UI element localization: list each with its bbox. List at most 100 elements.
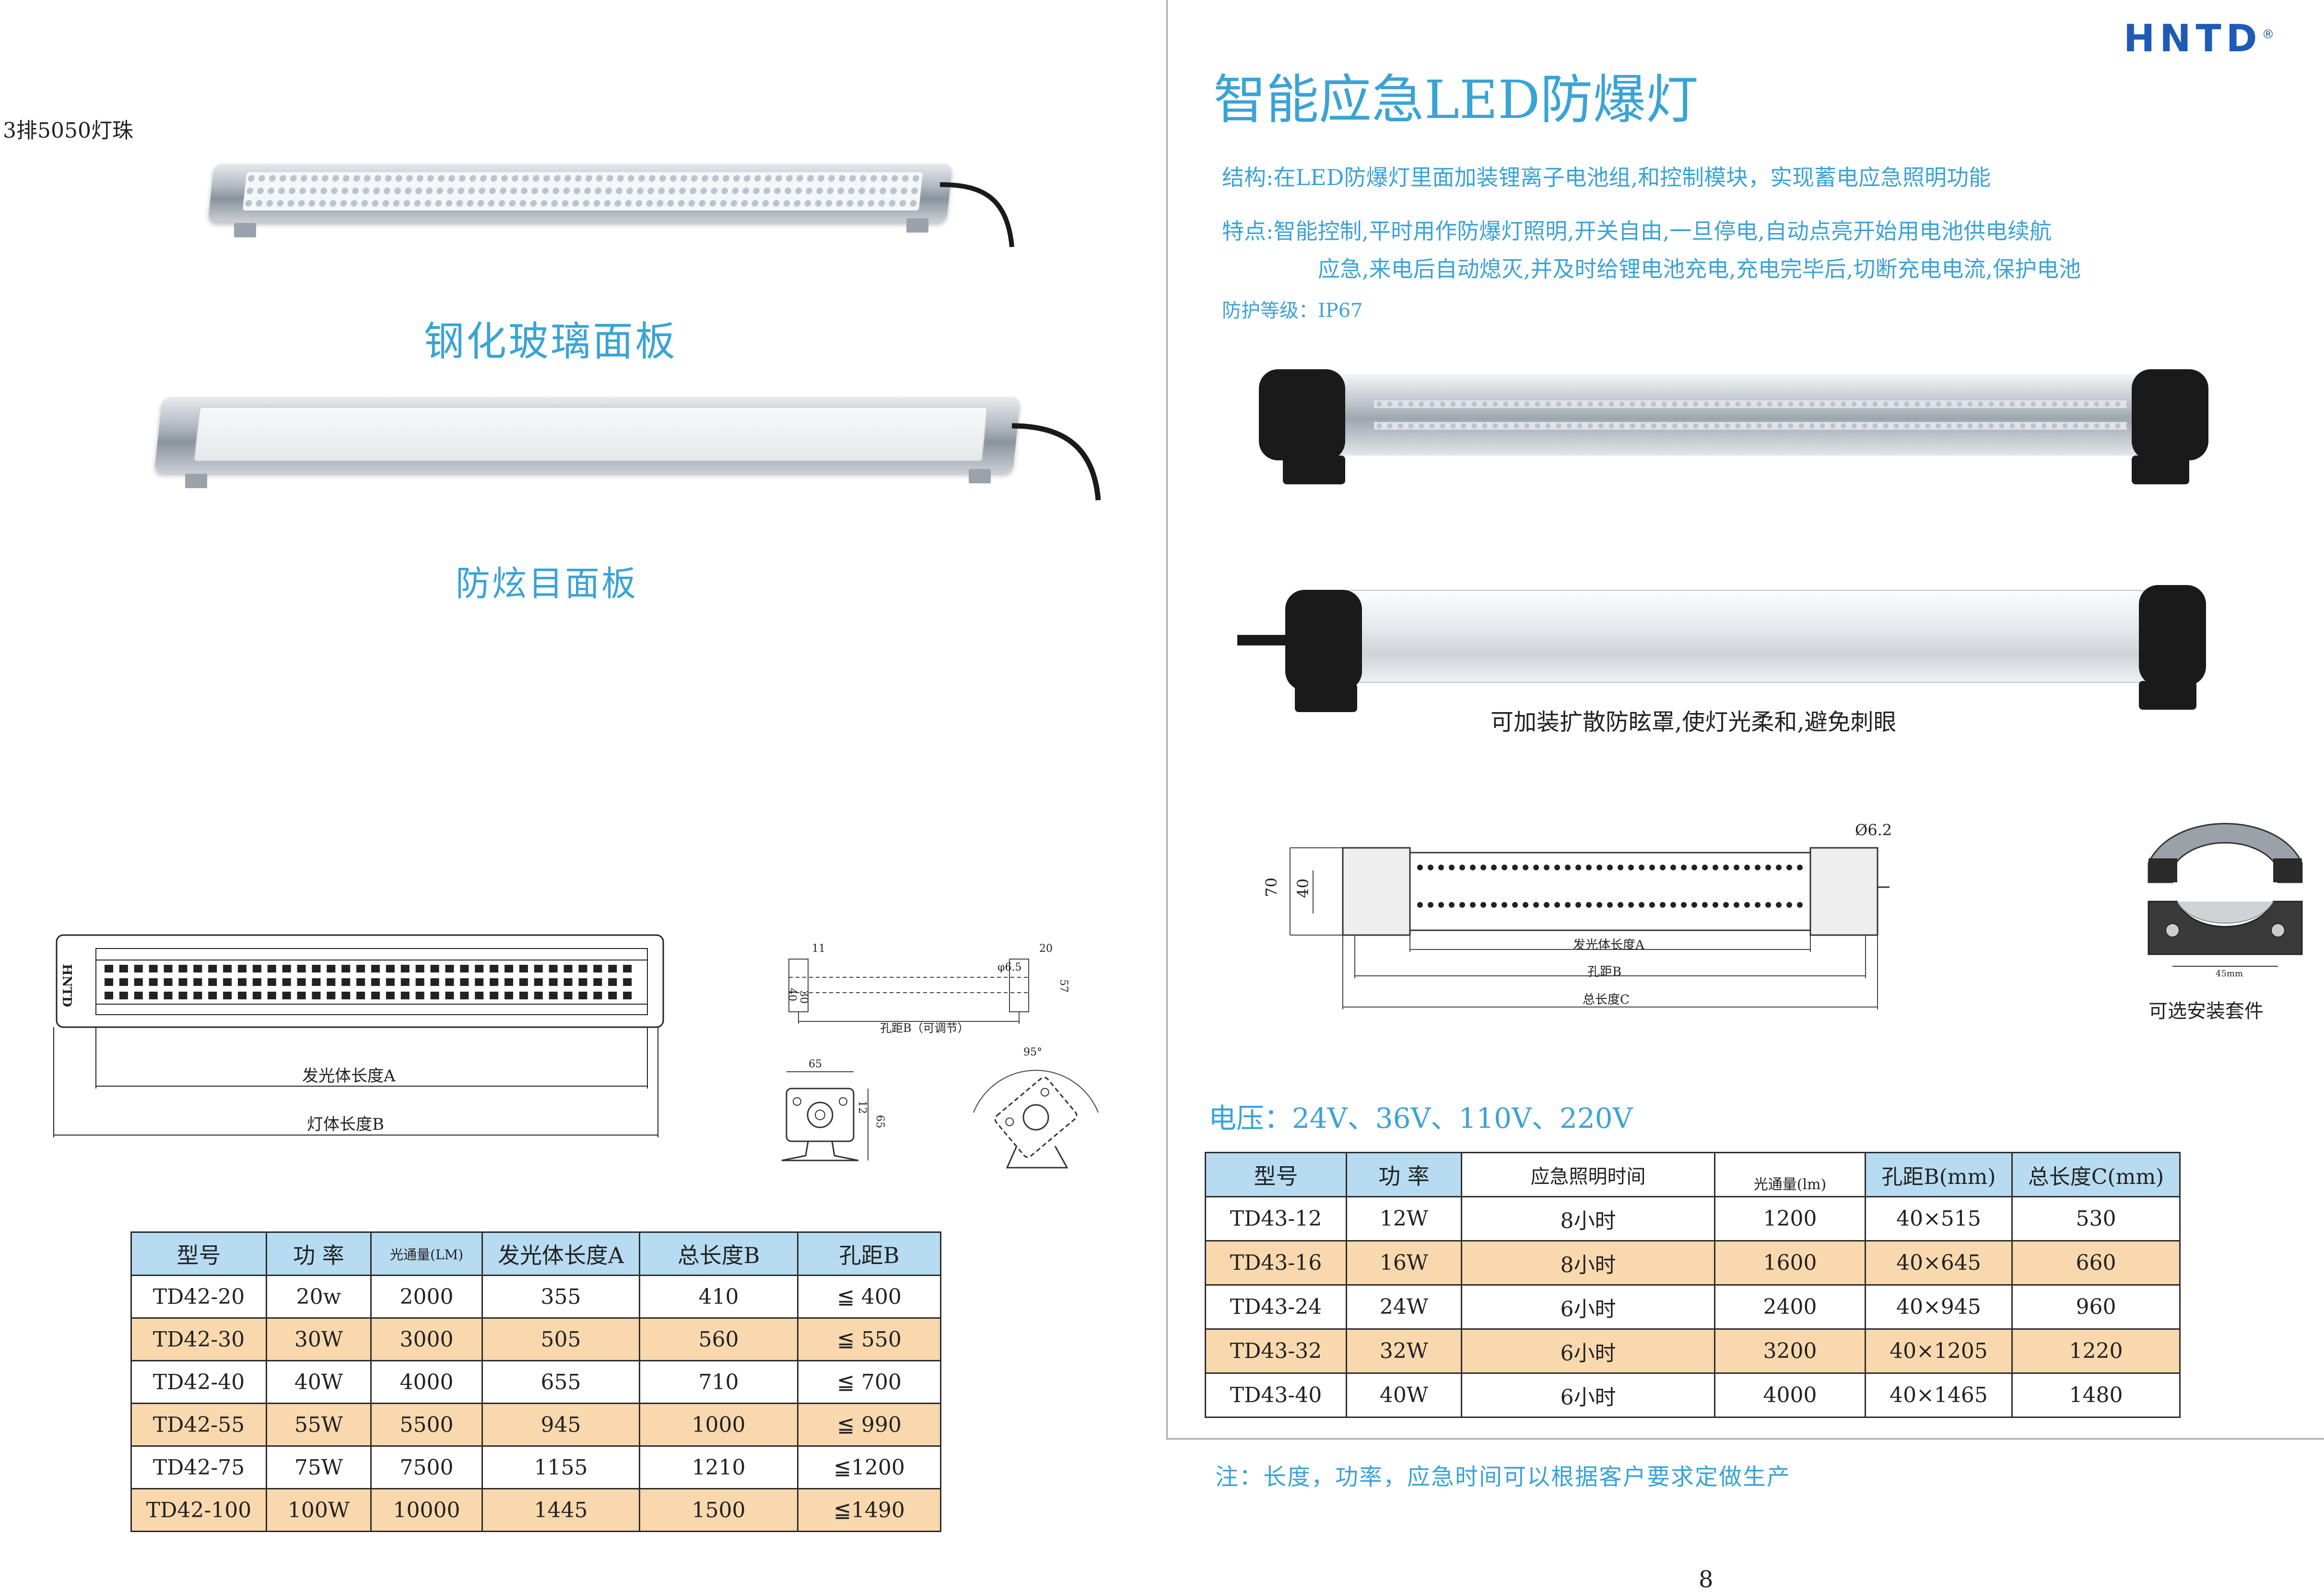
features-line-1: 特点:智能控制,平时用作防爆灯照明,开关自由,一旦停电,自动点亮开始用电池供电续… xyxy=(1222,218,2052,244)
led-chip xyxy=(312,965,321,972)
led-chip xyxy=(238,965,246,972)
brand-logo-text: HNTD xyxy=(2124,17,2262,60)
led-chip xyxy=(193,992,202,999)
led-chip xyxy=(297,965,306,972)
led-chip xyxy=(208,978,217,986)
table-cell: 1155 xyxy=(481,1445,640,1489)
led-row-top xyxy=(1415,863,1806,872)
table-cell: 40×1205 xyxy=(1865,1328,2013,1374)
header-hole-spacing: 孔距B(mm) xyxy=(1865,1152,2013,1197)
led-chip xyxy=(400,992,410,999)
led-chip xyxy=(505,992,513,999)
led-chip xyxy=(563,992,573,999)
led-chip xyxy=(164,978,173,986)
led-chip xyxy=(563,978,573,986)
table-cell: 6小时 xyxy=(1461,1284,1715,1330)
product-title: 智能应急LED防爆灯 xyxy=(1213,69,1699,130)
dim-phi: Ø6.2 xyxy=(1855,821,1892,839)
led-chip xyxy=(105,965,113,972)
drawing-front-view: HNTD 发光体长度A 灯体长度B xyxy=(48,930,671,1141)
led-chip xyxy=(445,965,454,972)
table-cell: 530 xyxy=(2011,1196,2181,1242)
table-cell: 4000 xyxy=(370,1360,483,1404)
kit-dimension: 45mm xyxy=(2216,969,2243,979)
table-cell: 1480 xyxy=(2011,1372,2181,1418)
table-cell: 16W xyxy=(1346,1240,1462,1286)
led-chip xyxy=(519,978,528,986)
table-cell: 1600 xyxy=(1714,1240,1866,1286)
diffuser-caption: 可加装扩散防眩罩,使灯光柔和,避免刺眼 xyxy=(1491,709,1897,736)
led-chip xyxy=(445,978,454,986)
table-cell: 1445 xyxy=(481,1488,640,1532)
table-cell: 5500 xyxy=(370,1403,483,1447)
led-chip xyxy=(400,965,410,972)
drawing-bracket: 65 12 65 xyxy=(767,1058,930,1172)
led-chip xyxy=(534,992,543,999)
table-cell: 8小时 xyxy=(1461,1240,1715,1286)
led-chip xyxy=(267,978,276,986)
led-chip xyxy=(193,965,202,972)
label-hole-adjustable: 孔距B（可调节） xyxy=(880,1021,969,1035)
led-chip xyxy=(371,965,380,972)
label-body-length: 灯体长度B xyxy=(307,1115,384,1134)
led-chip xyxy=(549,965,558,972)
led-chip xyxy=(490,965,499,972)
led-chip xyxy=(297,978,306,986)
led-chip xyxy=(105,978,113,986)
led-chip xyxy=(252,992,261,999)
led-chip xyxy=(341,992,351,999)
structure-text: 结构:在LED防爆灯里面加装锂离子电池组,和控制模块，实现蓄电应急照明功能 xyxy=(1222,164,1991,190)
table-cell: ≦1490 xyxy=(797,1488,941,1532)
table-cell: 2400 xyxy=(1714,1284,1866,1330)
table-cell: TD42-20 xyxy=(130,1275,267,1319)
dim-11: 11 xyxy=(812,943,825,955)
table-cell: ≦ 400 xyxy=(797,1275,941,1319)
table-cell: 1200 xyxy=(1714,1196,1866,1242)
led-chip xyxy=(475,978,484,986)
led-chip xyxy=(563,965,573,972)
led-chip xyxy=(356,965,365,972)
table-cell: 100W xyxy=(266,1488,372,1532)
led-chip xyxy=(164,992,173,999)
led-chip xyxy=(134,965,143,972)
table-cell: 12W xyxy=(1346,1196,1462,1242)
table-cell: 24W xyxy=(1346,1284,1462,1330)
header-hole-spacing: 孔距B xyxy=(797,1231,941,1276)
led-chip xyxy=(415,992,424,999)
led-chip xyxy=(178,965,188,972)
label-hole-spacing: 孔距B xyxy=(1587,965,1622,979)
protection-level: 防护等级：IP67 xyxy=(1222,300,1363,322)
table-cell: TD42-75 xyxy=(130,1445,267,1489)
led-chip xyxy=(282,965,291,972)
led-chip xyxy=(252,978,261,986)
table-cell: 40×645 xyxy=(1865,1240,2013,1286)
led-chip xyxy=(534,965,543,972)
led-chip xyxy=(341,978,351,986)
table-cell: 32W xyxy=(1346,1328,1462,1374)
led-chip xyxy=(519,992,528,999)
dim-20: 20 xyxy=(1039,943,1053,955)
angle-95: 95° xyxy=(1023,1046,1042,1058)
led-chip xyxy=(578,965,587,972)
led-chip xyxy=(356,992,365,999)
led-chip xyxy=(208,965,217,972)
led-chip xyxy=(519,965,528,972)
header-emitter-length: 发光体长度A xyxy=(481,1231,640,1276)
led-chip xyxy=(608,992,617,999)
led-chip xyxy=(119,978,128,986)
led-chip xyxy=(549,978,558,986)
voltage-line: 电压：24V、36V、110V、220V xyxy=(1209,1102,1633,1135)
led-chip xyxy=(105,992,113,999)
header-power: 功 率 xyxy=(1346,1152,1462,1197)
led-chip xyxy=(178,992,188,999)
led-chip xyxy=(549,992,558,999)
table-cell: ≦1200 xyxy=(797,1445,941,1489)
header-total-length: 总长度C(mm) xyxy=(2011,1152,2181,1197)
dim-40: 40 xyxy=(786,988,798,1001)
led-chip xyxy=(119,965,128,972)
